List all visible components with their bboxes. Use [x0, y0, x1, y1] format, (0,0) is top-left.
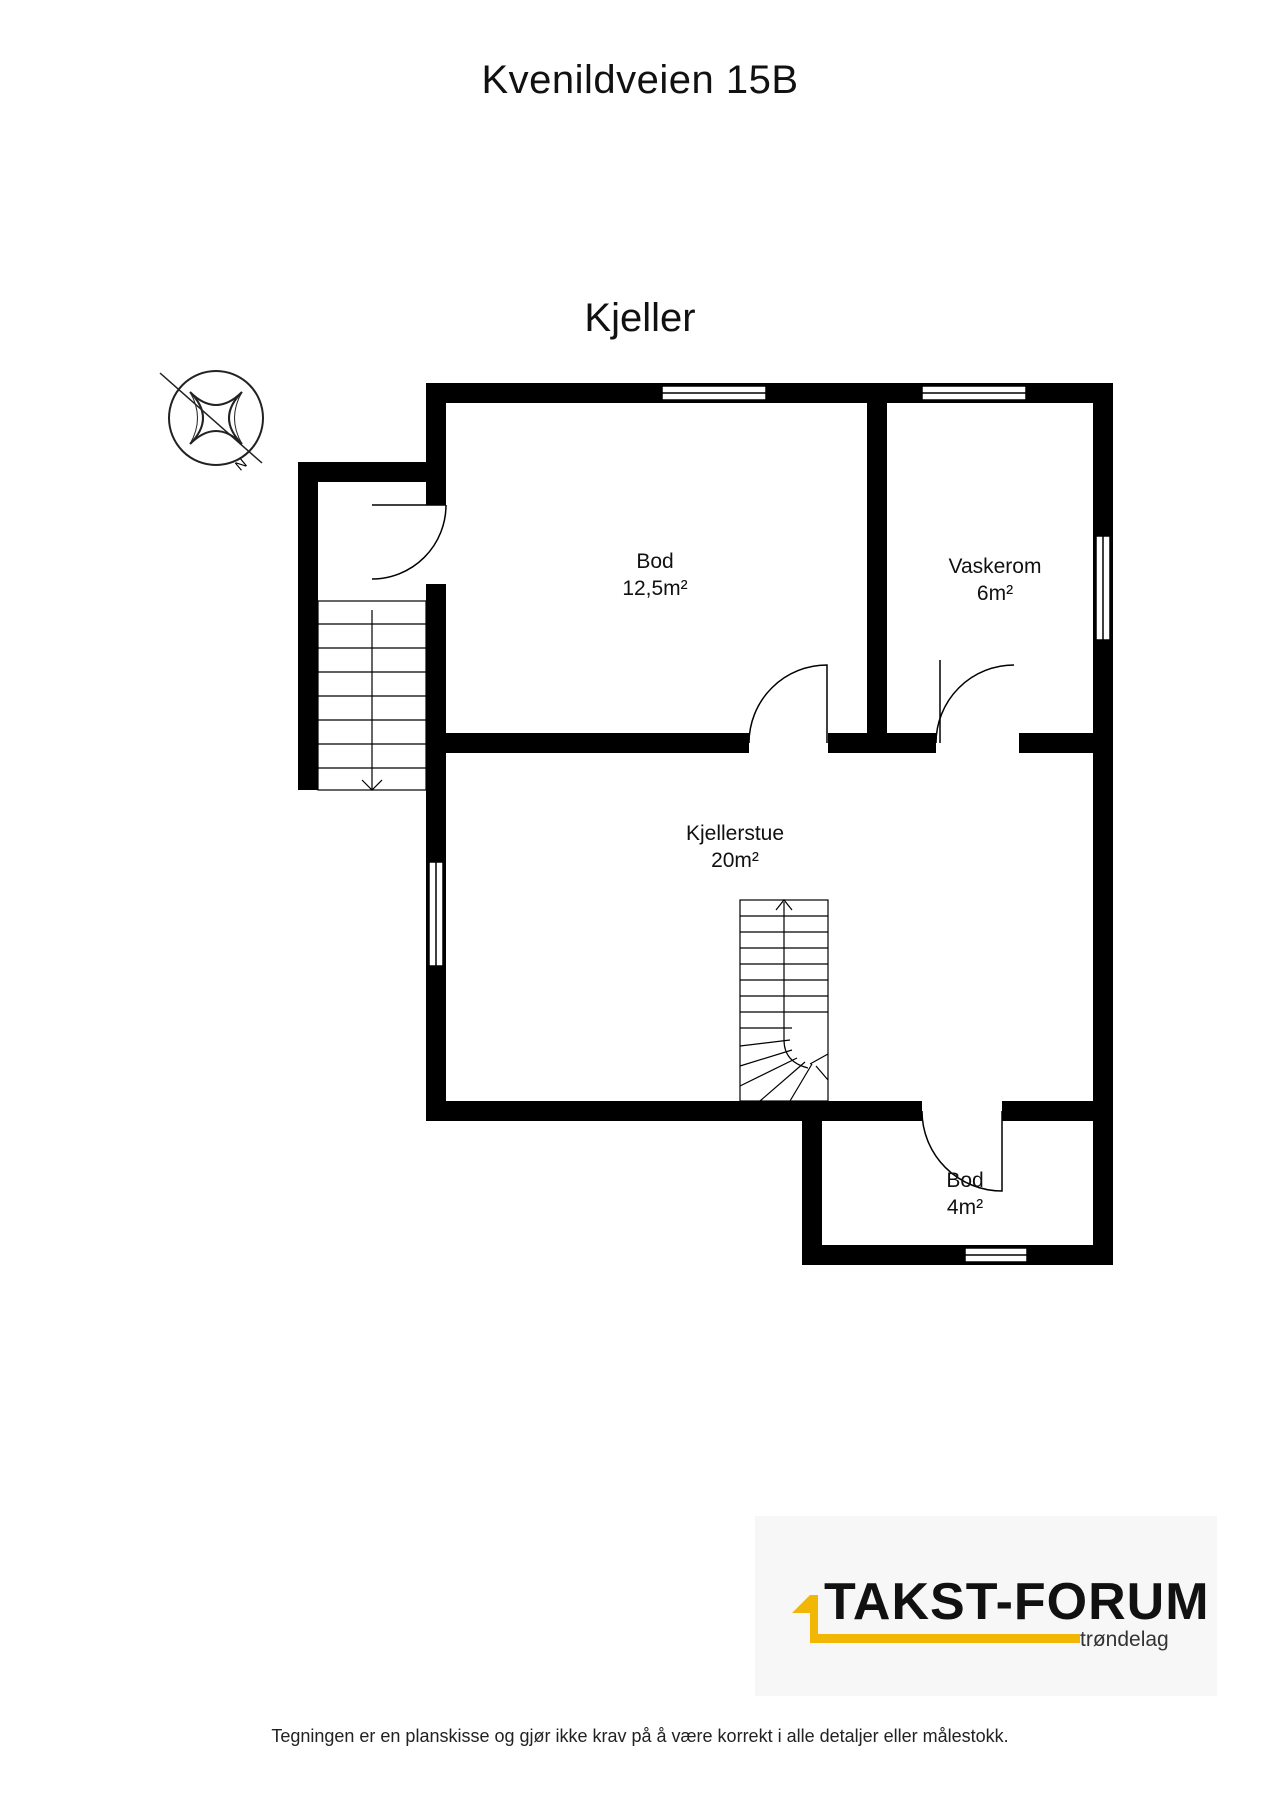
logo-subtitle: trøndelag [1080, 1628, 1169, 1651]
logo-arrow-icon [792, 1595, 1080, 1643]
compass-north-label: N [232, 455, 250, 474]
room-area: 6m² [976, 582, 1014, 605]
left-staircase [317, 600, 427, 791]
disclaimer: Tegningen er en planskisse og gjør ikke … [271, 1726, 1009, 1746]
room-name: Bod [636, 550, 674, 573]
room-area: 12,5m² [622, 577, 688, 600]
room-area: 4m² [946, 1196, 984, 1219]
room-name: Vaskerom [948, 555, 1042, 578]
room-bod-large: Bod 12,5m² [600, 548, 710, 602]
compass-icon: N [159, 370, 264, 474]
room-kjellerstue: Kjellerstue 20m² [660, 820, 810, 874]
room-vaskerom: Vaskerom 6m² [920, 553, 1070, 607]
windows [428, 385, 1111, 1263]
room-name: Bod [946, 1169, 984, 1192]
center-staircase [739, 899, 829, 1102]
floor-label: Kjeller [584, 296, 696, 340]
door-swings [371, 504, 1015, 1192]
room-name: Kjellerstue [685, 822, 785, 845]
plan-title: Kvenildveien 15B [481, 58, 799, 102]
room-area: 20m² [711, 849, 759, 872]
company-logo: TAKST-FORUM trøndelag [755, 1516, 1217, 1696]
logo-name: TAKST-FORUM [824, 1573, 1210, 1631]
room-bod-small: Bod 4m² [920, 1167, 1010, 1221]
